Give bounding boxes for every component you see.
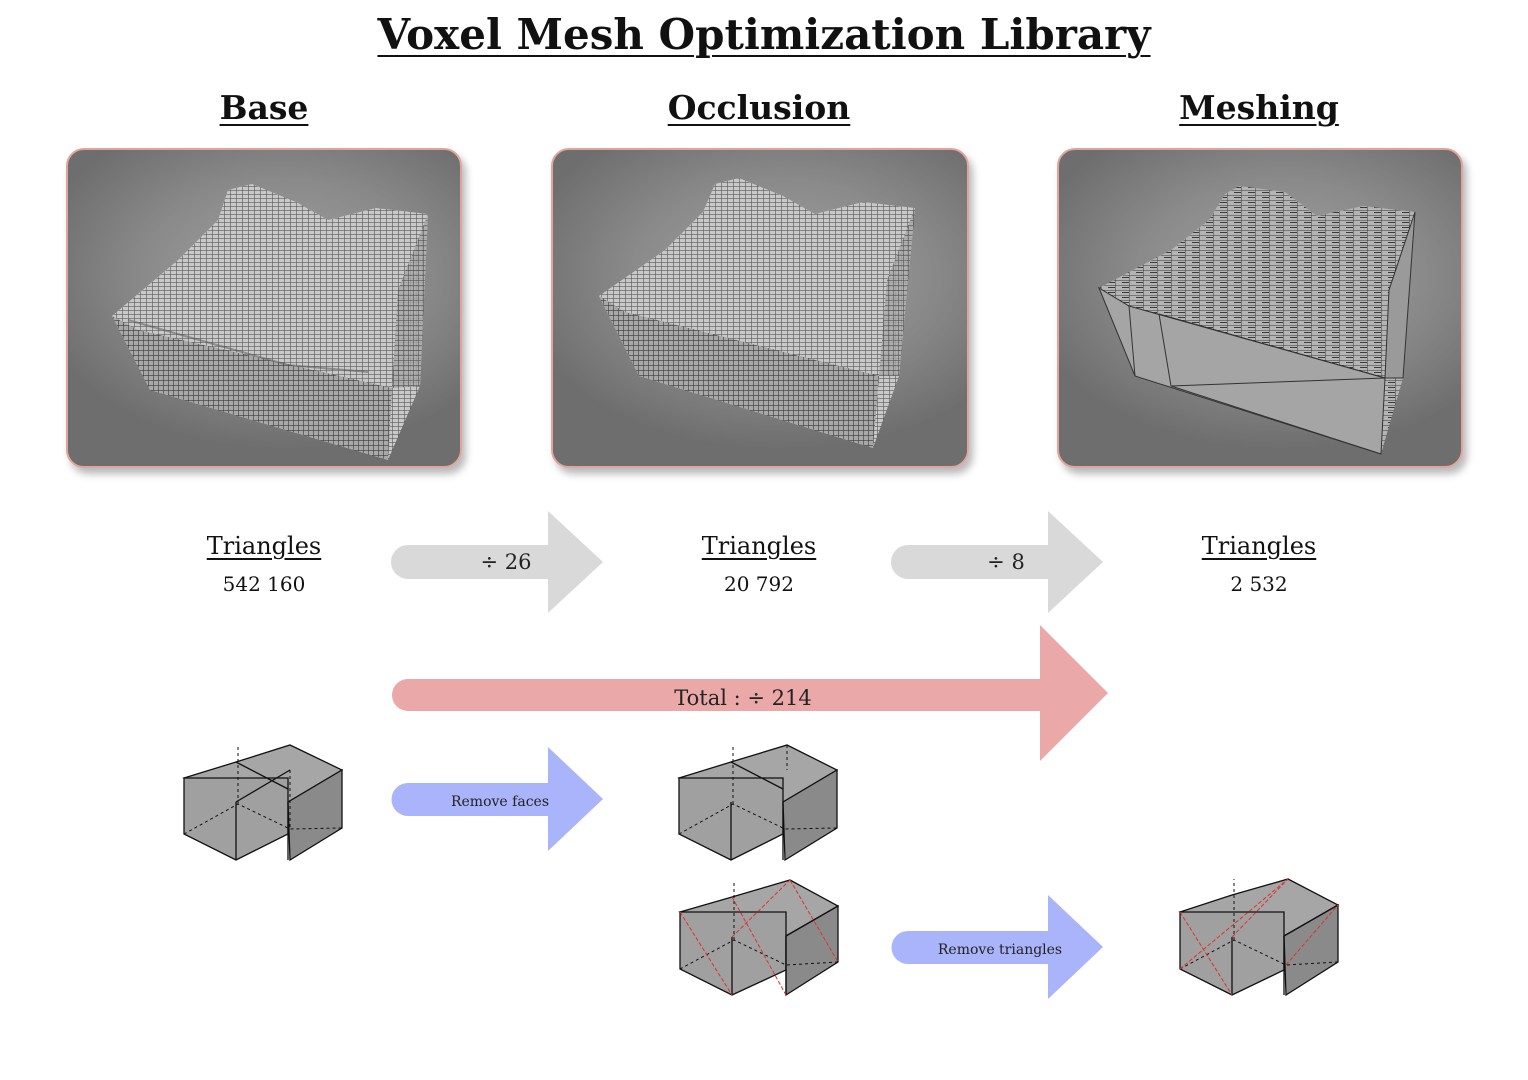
ratio-arrow-2: ÷ 8 (891, 511, 1103, 613)
voxel-terrain-render-base (112, 184, 428, 460)
cube-pair-triangulated (678, 879, 840, 997)
triangles-label-meshing: Triangles (1201, 532, 1317, 560)
column-heading-meshing: Meshing (1179, 88, 1339, 127)
triangles-label-occlusion: Triangles (701, 532, 817, 560)
render-base (66, 148, 462, 468)
page-title: Voxel Mesh Optimization Library (377, 10, 1151, 59)
voxel-terrain-render-meshing (1097, 186, 1416, 455)
remove-faces-label: Remove faces (451, 794, 549, 810)
cube-pair-meshing (1178, 878, 1340, 997)
render-meshing (1057, 148, 1463, 468)
remove-faces-arrow: Remove faces (391, 747, 603, 851)
ratio-label-2: ÷ 8 (987, 550, 1025, 574)
cube-pair-base (182, 744, 344, 862)
ratio-arrow-1: ÷ 26 (391, 511, 603, 613)
total-arrow: Total : ÷ 214 (392, 625, 1108, 761)
triangles-value-occlusion: 20 792 (724, 572, 794, 596)
voxel-terrain-render-occlusion (599, 178, 915, 448)
total-label: Total : ÷ 214 (674, 686, 811, 710)
column-heading-occlusion: Occlusion (667, 88, 851, 127)
cube-pair-occlusion (677, 744, 839, 862)
remove-triangles-label: Remove triangles (938, 942, 1062, 958)
column-heading-base: Base (219, 88, 309, 127)
remove-triangles-arrow: Remove triangles (891, 895, 1103, 999)
triangles-label-base: Triangles (206, 532, 322, 560)
render-occlusion (551, 148, 969, 468)
triangles-value-base: 542 160 (222, 572, 306, 596)
ratio-label-1: ÷ 26 (481, 550, 532, 574)
triangles-value-meshing: 2 532 (1230, 572, 1288, 596)
